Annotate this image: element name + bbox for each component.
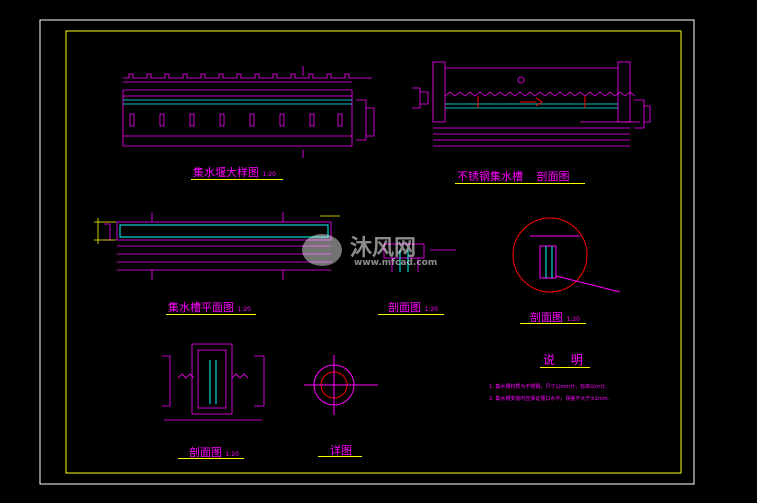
trough-plan-underline: [166, 314, 256, 315]
section-circle-underline: [520, 323, 586, 324]
section-small-title-text: 剖面图: [388, 301, 421, 314]
steel-trough-water: [445, 103, 618, 109]
outer-frame: [39, 19, 695, 485]
trough-plan-water: [119, 224, 329, 238]
section-bottom-title: 剖面图 1:20: [189, 444, 239, 460]
weir-detail-drawing: [122, 66, 375, 158]
trough-plan-title: 集水槽平面图 1:20: [168, 299, 251, 315]
steel-trough-drawing: [412, 61, 651, 147]
steel-trough-underline: [455, 183, 585, 184]
detail-a-title-text: 详图: [330, 444, 352, 457]
weir-detail-underline: [191, 179, 283, 180]
trough-plan-scale: 1:20: [237, 306, 251, 313]
notes-heading: 说 明: [543, 353, 589, 367]
bottom-section-water: [209, 360, 217, 404]
notes-heading-underline: [540, 367, 590, 368]
section-small-underline: [378, 314, 444, 315]
section-bottom-underline: [178, 458, 244, 459]
small-section-water: [399, 250, 409, 272]
trough-plan-dims: [94, 215, 340, 244]
steel-trough-title-text: 不锈钢集水槽: [457, 170, 523, 183]
circle-section-drawing: [512, 217, 621, 293]
small-section-drawing: [383, 243, 456, 272]
watermark-url: www.mfcad.com: [354, 258, 438, 268]
section-bottom-scale: 1:20: [225, 451, 239, 458]
section-circle-title: 剖面图 1:20: [530, 309, 580, 325]
steel-trough-title: 不锈钢集水槽 剖面图: [457, 168, 570, 184]
weir-detail-title: 集水堰大样图 1:20: [193, 164, 276, 180]
notes-line-1: 1. 集水槽材质为不锈钢，尺寸以mm计，标高以m计。: [489, 384, 610, 390]
detail-a-underline: [318, 456, 362, 457]
weir-water-lines: [123, 99, 352, 105]
inner-frame: [65, 30, 682, 474]
watermark-logo-icon: [302, 234, 342, 266]
section-circle-title-text: 剖面图: [530, 311, 563, 324]
detail-circle-drawing: [304, 355, 378, 415]
trough-plan-title-text: 集水槽平面图: [168, 301, 234, 314]
weir-detail-title-text: 集水堰大样图: [193, 166, 259, 179]
section-small-scale: 1:20: [424, 306, 438, 313]
notes-line-2: 2. 集水槽安装时应保证堰口水平，误差不大于±1mm。: [489, 396, 613, 402]
steel-trough-title-suffix: 剖面图: [536, 170, 570, 183]
section-small-title: 剖面图 1:20: [388, 299, 438, 315]
watermark-brand: 沐风网: [350, 236, 417, 261]
bottom-section-drawing: [162, 343, 265, 421]
trough-plan-drawing: [104, 212, 332, 280]
section-bottom-title-text: 剖面图: [189, 446, 222, 459]
weir-detail-scale: 1:20: [262, 171, 276, 178]
steel-trough-redmarks: [477, 96, 586, 108]
detail-a-title: 详图: [330, 442, 352, 458]
section-circle-scale: 1:20: [566, 316, 580, 323]
